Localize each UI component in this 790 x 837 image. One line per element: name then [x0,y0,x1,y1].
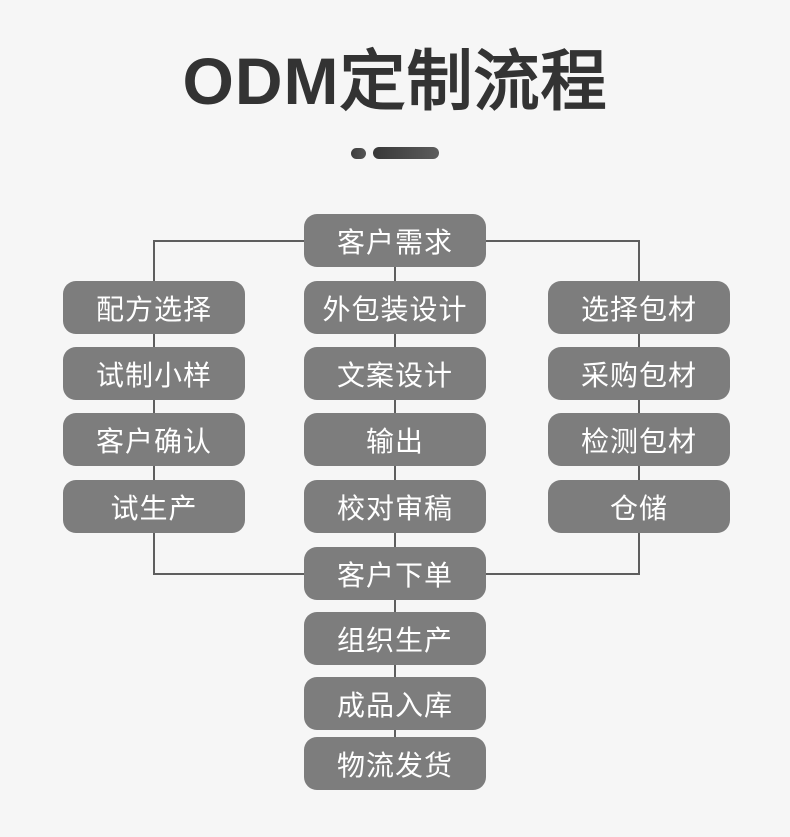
flow-node-packaging-material-inspection: 检测包材 [548,413,730,466]
flow-node-finished-goods-storage: 成品入库 [304,677,486,730]
flow-node-warehousing: 仓储 [548,480,730,533]
flow-node-customer-requirements: 客户需求 [304,214,486,267]
flow-node-output: 输出 [304,413,486,466]
page-title: ODM定制流程 [182,44,608,118]
title-divider [0,147,790,159]
flow-node-proofreading-review: 校对审稿 [304,480,486,533]
flow-node-production-organization: 组织生产 [304,612,486,665]
connector-left-branch [153,240,304,575]
connector-right-branch [486,240,640,575]
flow-node-customer-confirmation: 客户确认 [63,413,245,466]
flow-node-trial-sample: 试制小样 [63,347,245,400]
flow-node-trial-production: 试生产 [63,480,245,533]
flow-node-outer-packaging-design: 外包装设计 [304,281,486,334]
flow-node-formula-selection: 配方选择 [63,281,245,334]
flow-node-customer-order: 客户下单 [304,547,486,600]
divider-bar-icon [373,147,439,159]
flow-node-packaging-material-purchase: 采购包材 [548,347,730,400]
flow-node-logistics-shipping: 物流发货 [304,737,486,790]
flow-node-copywriting-design: 文案设计 [304,347,486,400]
divider-dot-icon [351,147,366,159]
flow-node-packaging-material-selection: 选择包材 [548,281,730,334]
